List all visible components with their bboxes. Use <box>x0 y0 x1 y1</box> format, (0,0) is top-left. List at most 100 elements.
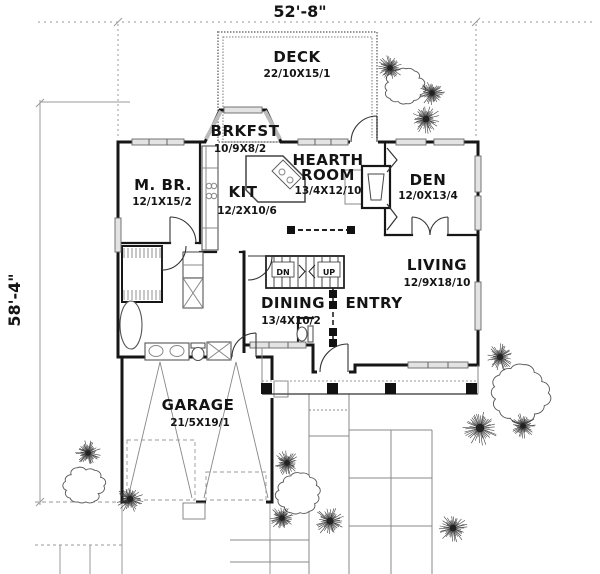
room-label-deck: DECK <box>273 48 321 66</box>
shrub-starburst <box>438 516 468 543</box>
window <box>114 217 122 253</box>
garage-door-track <box>126 439 196 501</box>
shrub-starburst <box>462 411 497 446</box>
window <box>433 138 465 146</box>
den-bifold-doors <box>386 147 398 231</box>
windows <box>114 106 482 369</box>
doors <box>161 115 449 373</box>
bathtub <box>119 300 143 350</box>
toilet-tank <box>307 325 314 343</box>
cooktop-burner <box>210 192 218 200</box>
room-label-hearth-2: ROOM <box>301 166 355 184</box>
toilet-bowl <box>191 346 205 362</box>
dim-tick <box>35 98 45 108</box>
column-marker <box>347 226 355 234</box>
room-label-den: DEN <box>410 171 447 189</box>
garage-ceiling-line <box>127 361 193 499</box>
closet-hanging-rod <box>123 290 161 300</box>
column-marker <box>329 290 337 298</box>
closet-hanging-rod <box>123 248 161 258</box>
window <box>474 155 482 193</box>
window <box>474 281 482 331</box>
garage-ceiling-line <box>203 361 269 499</box>
shower-hatch <box>206 341 232 361</box>
master-bath-fixtures <box>119 248 314 362</box>
room-dims-garage: 21/5X19/1 <box>170 417 230 429</box>
bush-outline <box>62 466 106 504</box>
shrub-starburst <box>75 440 101 465</box>
up-label-box <box>317 261 341 278</box>
bifold-door <box>386 147 398 173</box>
room-dims-living: 12/9X18/10 <box>404 277 471 289</box>
room-label-brkfst: BRKFST <box>211 122 280 140</box>
room-label-garage: GARAGE <box>162 396 235 414</box>
door-swing <box>247 255 273 281</box>
sink-bowl <box>278 168 286 176</box>
column-marker <box>329 328 337 336</box>
driveway <box>35 502 271 574</box>
deck-outer-rail <box>217 31 378 143</box>
room-label-hearth: HEARTH <box>292 151 363 169</box>
kitchen-fixtures <box>201 145 306 251</box>
shrub-starburst <box>412 106 440 134</box>
garage-door-track <box>205 471 267 501</box>
landscaping <box>62 55 552 543</box>
shrub-starburst <box>316 508 344 534</box>
garage-door-opening <box>206 498 266 506</box>
deck <box>217 31 378 143</box>
window <box>297 138 349 146</box>
bifold-door <box>386 203 398 231</box>
dim-tick <box>471 17 481 27</box>
stairs-dn-label: DN <box>276 268 289 277</box>
bush-outline <box>490 363 552 424</box>
interior-walls <box>116 140 480 347</box>
room-label-mbr: M. BR. <box>134 176 192 194</box>
room-dims-den: 12/0X13/4 <box>398 190 458 202</box>
firebox <box>367 173 385 201</box>
window <box>474 195 482 231</box>
garage-stoop <box>182 502 206 520</box>
garage-entry-opening <box>232 353 256 361</box>
garage-details <box>126 361 289 520</box>
column-marker <box>329 339 337 347</box>
door-swing <box>169 216 197 244</box>
stairs-up-label: UP <box>323 268 335 277</box>
dim-width-label: 52'-8" <box>273 2 326 21</box>
front-porch <box>261 348 479 395</box>
door-swing <box>231 332 257 358</box>
shrub-starburst <box>511 413 536 439</box>
column-marker <box>287 226 295 234</box>
porch-column <box>466 383 477 394</box>
shrub-starburst <box>270 507 294 529</box>
fireplace-box <box>360 164 392 210</box>
dim-height-label: 58'-4" <box>5 273 24 326</box>
room-dims-mbr: 12/1X15/2 <box>132 196 192 208</box>
fireplace <box>344 164 392 210</box>
toilet-bowl <box>296 326 308 342</box>
bush-outline <box>274 472 321 515</box>
bay-window <box>223 106 263 114</box>
shrub-starburst <box>116 488 144 512</box>
column-marker <box>329 301 337 309</box>
bay-window-side <box>204 110 223 140</box>
window <box>249 341 307 349</box>
room-dims-kit: 12/2X10/6 <box>217 205 277 217</box>
closet-x <box>182 277 204 309</box>
cooktop-burner <box>210 182 218 190</box>
vanity-counter <box>144 342 190 361</box>
window <box>407 361 469 369</box>
shrub-starburst <box>419 82 445 106</box>
dim-tick <box>35 497 45 507</box>
shrub-starburst <box>487 343 512 371</box>
sink-bowl <box>286 176 294 184</box>
porch-column <box>261 383 272 394</box>
bay-window-side <box>263 110 282 140</box>
bush-outline <box>384 67 426 105</box>
island-sink <box>271 159 302 190</box>
front-door-opening <box>317 368 349 376</box>
porch-column <box>327 383 338 394</box>
french-door-swing <box>429 216 449 236</box>
stair-arrow <box>298 264 306 279</box>
